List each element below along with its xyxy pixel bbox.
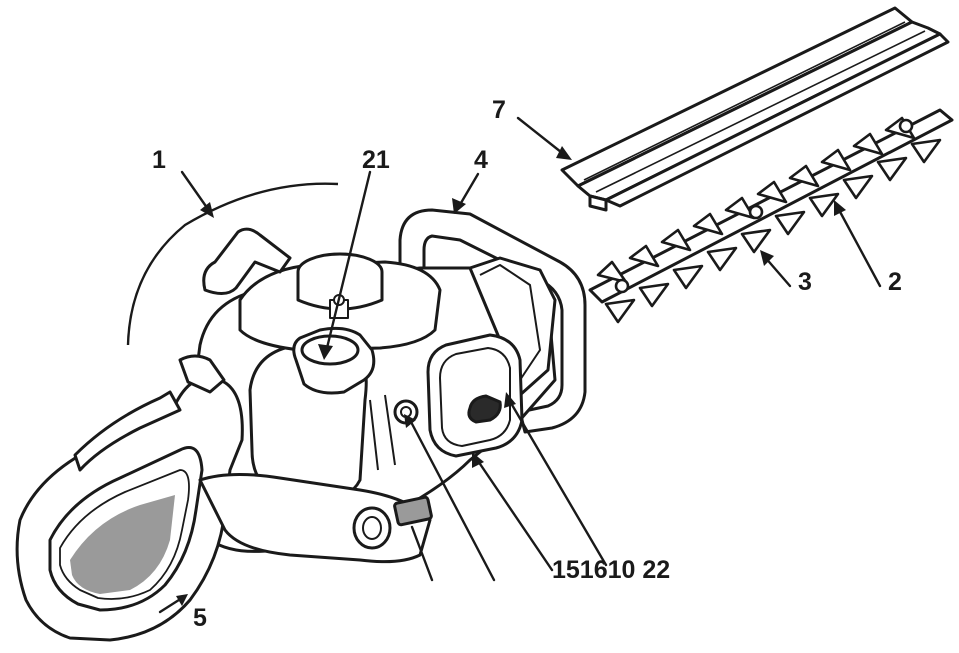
arrowheads xyxy=(176,146,846,606)
blade-cover xyxy=(560,6,950,212)
callout-labels: 1 21 4 7 3 2 5 151610 22 xyxy=(152,96,902,632)
blade-bolt xyxy=(898,118,914,134)
arrowhead xyxy=(504,392,516,408)
callout-5: 5 xyxy=(193,604,207,632)
arrowhead xyxy=(472,452,484,468)
callout-4: 4 xyxy=(474,146,488,174)
leader-2 xyxy=(836,206,882,288)
blade-bolt xyxy=(748,204,764,220)
leader-22 xyxy=(506,396,608,567)
arrowhead xyxy=(200,202,214,218)
rear-handle xyxy=(15,354,433,642)
leader-7 xyxy=(516,116,568,158)
callout-bottom-group: 151610 22 xyxy=(552,556,670,584)
stop-switch xyxy=(393,495,433,527)
arrowhead xyxy=(760,250,774,266)
arrowhead xyxy=(452,198,466,214)
callout-7: 7 xyxy=(492,96,506,124)
throttle-lock xyxy=(178,354,226,394)
choke-lever xyxy=(467,394,502,424)
arrowhead xyxy=(834,200,846,216)
leader-lines xyxy=(158,116,882,614)
blade-teeth-lower xyxy=(604,138,942,324)
leader-21 xyxy=(324,170,372,354)
callout-3: 3 xyxy=(798,268,812,296)
blade-bolt xyxy=(614,278,630,294)
arrowhead xyxy=(404,414,416,428)
starter-grip xyxy=(202,227,292,295)
leader-5 xyxy=(158,596,184,614)
blade-assembly xyxy=(588,108,954,324)
air-filter-cover xyxy=(426,333,524,458)
leader-16 xyxy=(408,418,496,582)
rotation-arc xyxy=(126,182,339,346)
callout-1: 1 xyxy=(152,146,166,174)
callout-2: 2 xyxy=(888,268,902,296)
leader-1 xyxy=(180,170,212,214)
arrowhead xyxy=(318,344,333,360)
arrowhead xyxy=(176,594,188,606)
leader-10 xyxy=(474,456,554,572)
arrowhead xyxy=(556,146,572,160)
callout-21: 21 xyxy=(362,146,390,174)
leader-15 xyxy=(410,525,434,582)
